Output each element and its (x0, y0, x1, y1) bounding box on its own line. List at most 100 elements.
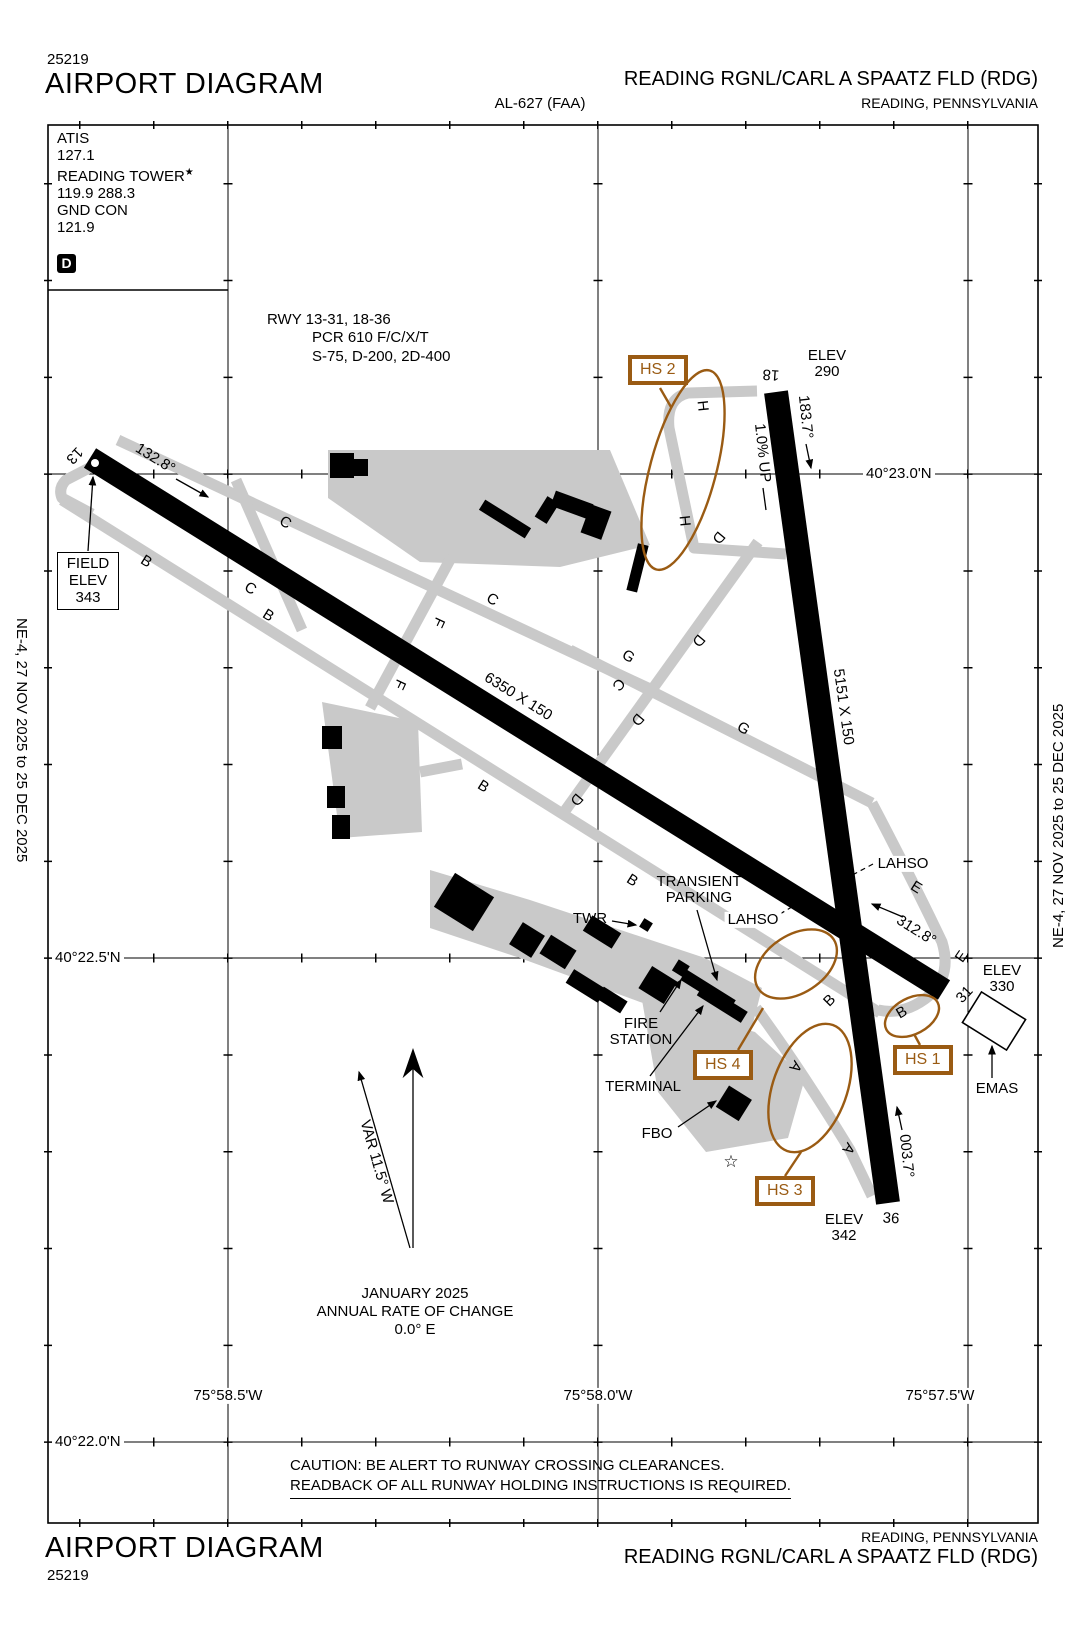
field-elev-leader (87, 475, 97, 552)
transient-leader (696, 909, 719, 982)
terminal-label: TERMINAL (605, 1077, 681, 1095)
runway-13-31 (83, 448, 951, 1000)
building (509, 922, 545, 958)
lahso-leaders (779, 863, 874, 915)
elev-rwy36: ELEV 342 (824, 1210, 864, 1244)
building (330, 453, 354, 478)
building (332, 815, 350, 839)
hs1-ellipse (883, 993, 941, 1039)
building (550, 490, 594, 520)
chart-number-bottom: 25219 (47, 1567, 89, 1584)
building (322, 726, 342, 749)
comm-frequencies-box: ATIS 127.1 READING TOWER★ 119.9 288.3 GN… (57, 130, 194, 236)
airport-name-top: READING RGNL/CARL A SPAATZ FLD (RDG) (623, 68, 1038, 90)
airport-name-bottom: READING RGNL/CARL A SPAATZ FLD (RDG) (623, 1546, 1038, 1568)
graticule-ticks (48, 125, 1038, 1523)
taxiway-c-crossing (230, 477, 308, 633)
heading-183: 183.7° (794, 394, 817, 440)
tower-label: READING TOWER★ (57, 167, 194, 185)
fbo-leader (677, 1100, 718, 1128)
taxiway-label-h: H (675, 514, 694, 528)
building (539, 934, 577, 970)
heading-183-arrow (805, 443, 814, 470)
atis-frequency: 127.1 (57, 147, 95, 164)
variation-rate-value: 0.0° E (394, 1320, 436, 1338)
latitude-label-2200: 40°22.0'N (52, 1433, 124, 1451)
taxiway-13-loop (55, 461, 96, 519)
hs3-leader (784, 1151, 802, 1177)
heading-312-arrow (870, 903, 904, 918)
emas-label: EMAS (975, 1079, 1019, 1097)
magnetic-north-arrow (357, 1070, 411, 1249)
chart-border (47, 124, 1039, 1524)
hs1-leader (912, 1033, 922, 1046)
tower-frequencies: 119.9 288.3 (57, 185, 136, 202)
terminal-apron (430, 870, 762, 1035)
building (596, 986, 628, 1014)
fire-station-building (638, 966, 678, 1004)
rwy-36-number: 36 (882, 1209, 900, 1228)
lahso-label: LAHSO (724, 911, 782, 929)
variation-rate-label: ANNUAL RATE OF CHANGE (316, 1302, 514, 1320)
taxiway-c (115, 435, 651, 693)
apron-stub (418, 758, 464, 778)
caution-line1: CAUTION: BE ALERT TO RUNWAY CROSSING CLE… (290, 1457, 725, 1474)
hs4-ellipse (753, 928, 839, 1000)
hot-spot-1-label: HS 1 (893, 1045, 953, 1075)
gradient-line (762, 487, 767, 511)
fire-station-label: FIRE STATION (609, 1014, 673, 1048)
building (478, 499, 532, 539)
runway-info-line2: PCR 610 F/C/X/T (312, 329, 429, 346)
page-title-top: AIRPORT DIAGRAM (45, 68, 324, 100)
elev-rwy18: ELEV 290 (807, 346, 847, 380)
runways (83, 390, 951, 1205)
elev-rwy31: ELEV 330 (982, 961, 1022, 995)
border-ticks (44, 121, 1042, 1527)
hot-spot-ellipses (640, 368, 941, 1177)
terminal-leader (649, 1004, 704, 1077)
ground-label: GND CON (57, 202, 128, 219)
building (327, 786, 345, 808)
building (565, 969, 607, 1003)
beacon-star-icon: ☆ (723, 1152, 739, 1171)
taxiway-label-h: H (693, 399, 712, 413)
lahso-label: LAHSO (874, 855, 932, 873)
fbo-building (715, 1085, 752, 1122)
latitude-label-2300: 40°23.0'N (863, 465, 935, 483)
terminal-building (696, 984, 748, 1023)
fbo-label: FBO (641, 1124, 673, 1142)
building (433, 872, 495, 932)
hot-spot-2-label: HS 2 (628, 355, 688, 385)
runway-18-36 (764, 390, 900, 1205)
rwy-18-number: 18 (762, 365, 780, 384)
hs4-leader (736, 1007, 765, 1051)
caution-line2: READBACK OF ALL RUNWAY HOLDING INSTRUCTI… (290, 1477, 791, 1499)
building (354, 459, 368, 476)
twr-label: TWR (572, 909, 608, 927)
chart-number-top: 25219 (47, 51, 89, 68)
hs2-leader (658, 387, 673, 408)
fire-station-leader (659, 978, 682, 1013)
ground-frequency: 121.9 (57, 219, 95, 236)
displaced-threshold-dot (91, 459, 99, 467)
twr-leader (611, 919, 638, 928)
airport-diagram-symbol: D (57, 254, 76, 273)
hs3-ellipse (767, 1022, 853, 1154)
building (582, 915, 622, 949)
hot-spot-4-label: HS 4 (693, 1050, 753, 1080)
transient-parking-label: TRANSIENT PARKING (656, 872, 742, 906)
longitude-label-5750: 75°57.5'W (902, 1387, 978, 1405)
taxiway-a (751, 1004, 877, 1199)
annotation-arrows (87, 443, 996, 1131)
latitude-label-2250: 40°22.5'N (52, 949, 124, 967)
runway-info-line3: S-75, D-200, 2D-400 (312, 348, 451, 365)
runway-info-line1: RWY 13-31, 18-36 (267, 311, 391, 328)
page-title-bottom: AIRPORT DIAGRAM (45, 1532, 324, 1564)
longitude-label-5800: 75°58.0'W (560, 1387, 636, 1405)
west-apron (322, 702, 422, 838)
heading-132-arrow (175, 478, 210, 498)
airport-city-top: READING, PENNSYLVANIA (861, 95, 1038, 111)
heading-003: 003.7° (895, 1133, 918, 1179)
hs2-ellipse (640, 368, 726, 572)
